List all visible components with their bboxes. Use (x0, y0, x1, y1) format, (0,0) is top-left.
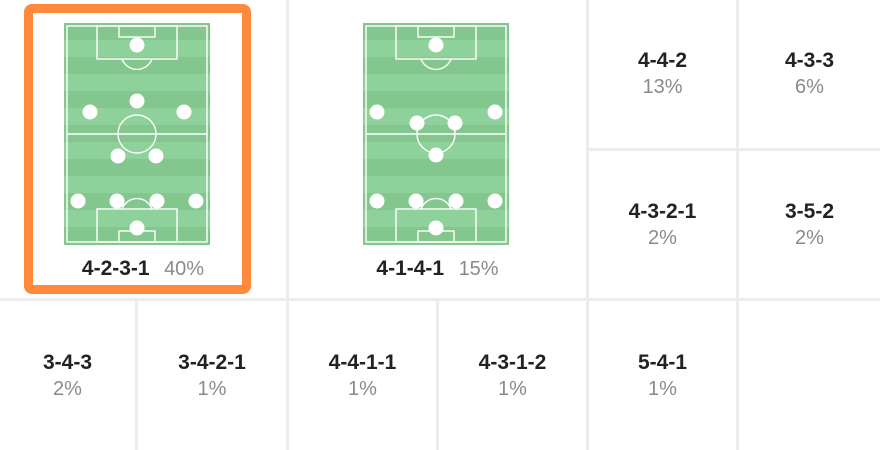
player-marker (149, 193, 165, 209)
player-markers (70, 37, 204, 236)
player-marker (428, 220, 444, 236)
formation-name: 3-4-2-1 (178, 350, 246, 374)
empty-cell (739, 301, 880, 450)
player-marker (110, 148, 126, 164)
formation-name: 5-4-1 (637, 350, 688, 374)
formation-percent: 2% (648, 226, 677, 249)
player-marker (448, 193, 464, 209)
formation-card-4-1-4-1[interactable]: 4-1-4-1 15% (289, 0, 586, 298)
formation-caption: 4-1-4-1 15% (289, 256, 586, 282)
formation-name: 4-1-4-1 (376, 257, 445, 280)
formation-name: 4-3-3 (784, 49, 835, 72)
formation-card-4-2-3-1[interactable]: 4-2-3-1 40% (0, 0, 286, 298)
formation-percent: 13% (642, 76, 683, 98)
formation-name: 4-4-1-1 (328, 350, 397, 374)
player-marker (129, 37, 145, 53)
formation-card-4-3-1-2[interactable]: 4-3-1-2 1% (439, 301, 586, 450)
formation-card-4-4-2[interactable]: 4-4-2 13% (589, 0, 736, 148)
player-marker (82, 104, 98, 120)
formation-name: 4-4-2 (637, 49, 688, 72)
formation-card-3-5-2[interactable]: 3-5-2 2% (739, 151, 880, 298)
formation-card-3-4-3[interactable]: 3-4-3 2% (0, 301, 135, 450)
player-marker (70, 193, 86, 209)
formation-name: 4-3-2-1 (628, 199, 697, 223)
formation-card-5-4-1[interactable]: 5-4-1 1% (589, 301, 736, 450)
pitch-lines (66, 25, 208, 243)
formation-caption: 4-2-3-1 40% (0, 256, 286, 282)
player-marker (369, 193, 385, 209)
player-marker (188, 193, 204, 209)
pitch-diagram-4-1-4-1 (363, 23, 509, 245)
player-markers (369, 37, 503, 236)
player-marker (409, 115, 425, 131)
player-marker (369, 104, 385, 120)
formation-percent: 1% (348, 377, 377, 400)
player-marker (487, 193, 503, 209)
formation-percent: 1% (648, 377, 677, 400)
formation-card-3-4-2-1[interactable]: 3-4-2-1 1% (138, 301, 286, 450)
pitch-lines (365, 25, 507, 243)
formation-card-4-4-1-1[interactable]: 4-4-1-1 1% (289, 301, 436, 450)
formation-name: 3-4-3 (42, 350, 93, 374)
formation-name: 4-3-1-2 (478, 350, 547, 374)
formation-percent: 40% (164, 258, 205, 280)
formation-card-4-3-2-1[interactable]: 4-3-2-1 2% (589, 151, 736, 298)
player-marker (148, 148, 164, 164)
formation-card-4-3-3[interactable]: 4-3-3 6% (739, 0, 880, 148)
formation-name: 3-5-2 (784, 199, 835, 223)
formation-percent: 15% (458, 258, 499, 280)
player-marker (487, 104, 503, 120)
player-marker (428, 37, 444, 53)
formation-percent: 1% (197, 377, 227, 400)
player-marker (176, 104, 192, 120)
formation-percent: 2% (795, 226, 824, 249)
player-marker (109, 193, 125, 209)
pitch-diagram-4-2-3-1 (64, 23, 210, 245)
player-marker (129, 93, 145, 109)
formation-percent: 1% (498, 377, 527, 400)
player-marker (408, 193, 424, 209)
player-marker (447, 115, 463, 131)
formation-percent: 6% (795, 76, 824, 98)
player-marker (129, 220, 145, 236)
formation-percent: 2% (53, 377, 82, 400)
player-marker (428, 147, 444, 163)
formation-name: 4-2-3-1 (81, 257, 150, 280)
